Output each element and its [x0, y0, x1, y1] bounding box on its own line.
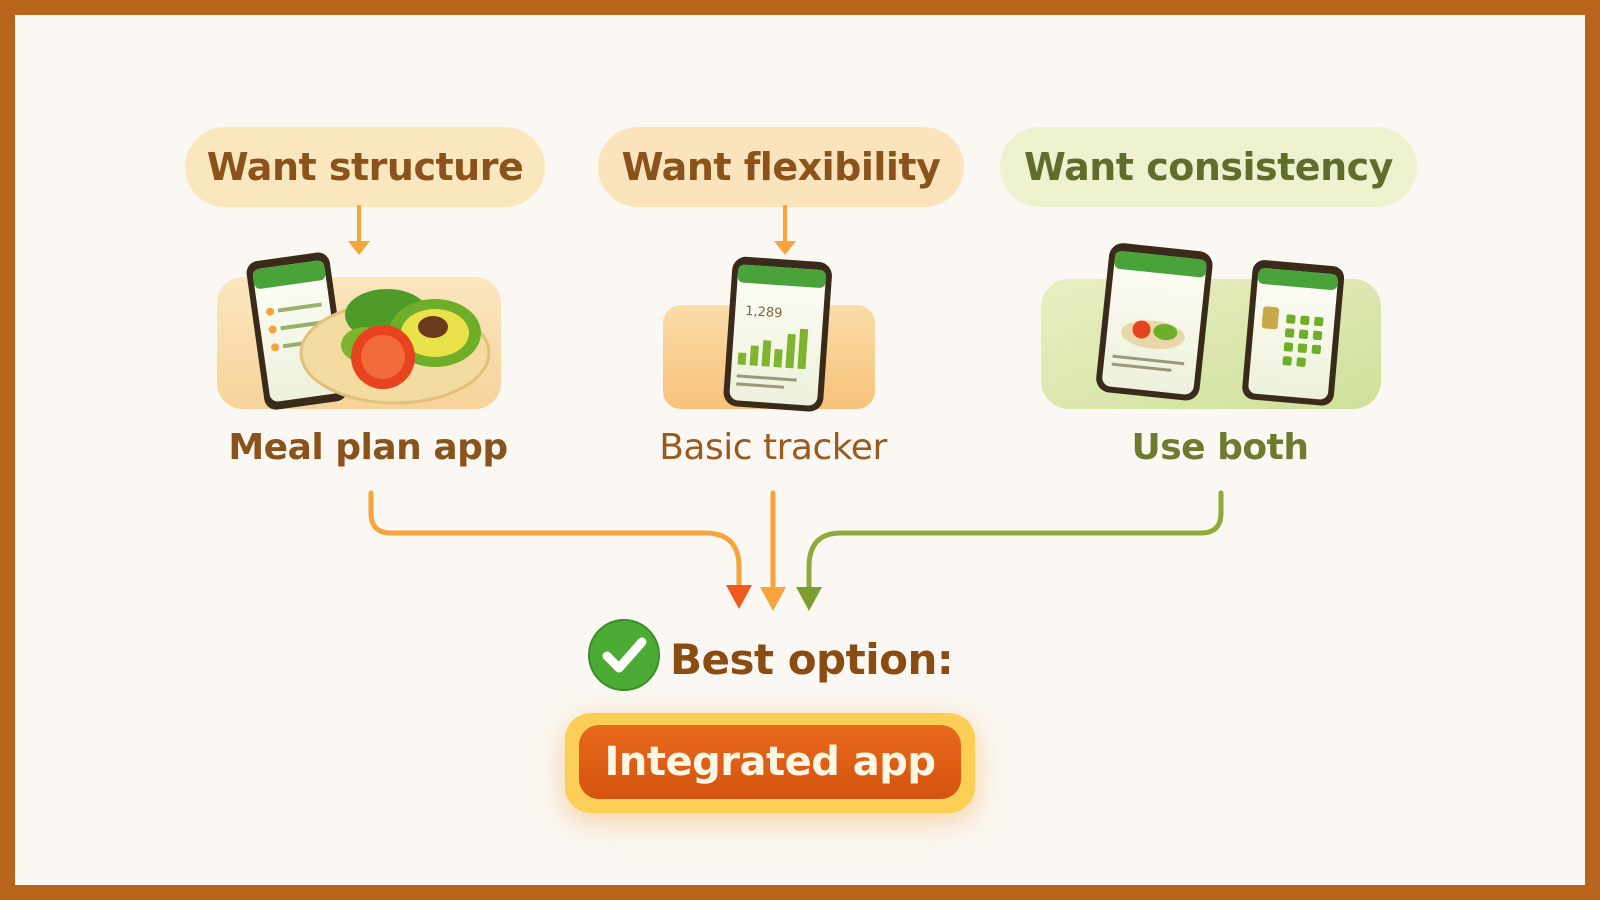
flexibility-down-arrow — [774, 205, 796, 255]
meal-plan-phone-illustration — [217, 252, 501, 410]
result-box: Integrated app — [565, 713, 975, 813]
diagram-graphics: 1,289 — [217, 205, 1381, 611]
need-consistency-pill: Want consistency — [1000, 127, 1417, 207]
structure-down-arrow — [348, 205, 370, 255]
need-flexibility-pill: Want flexibility — [598, 127, 964, 207]
tracker-connector-arrow — [760, 490, 786, 611]
diagram-canvas: Want structure Want flexibility Want con… — [15, 15, 1585, 885]
integrated-app-label: Integrated app — [579, 725, 961, 799]
two-phones-illustration — [1041, 243, 1381, 409]
option-use-both-label: Use both — [1131, 427, 1309, 468]
tracker-phone-illustration: 1,289 — [663, 256, 875, 412]
tracker-screen-value: 1,289 — [745, 304, 783, 322]
check-icon — [588, 619, 660, 691]
option-meal-plan-label: Meal plan app — [228, 427, 508, 468]
meal-plan-connector-arrow — [368, 490, 752, 609]
option-basic-tracker-label: Basic tracker — [659, 427, 887, 468]
use-both-connector-arrow — [796, 490, 1224, 611]
best-option-heading: Best option: — [670, 635, 954, 684]
need-structure-pill: Want structure — [185, 127, 545, 207]
